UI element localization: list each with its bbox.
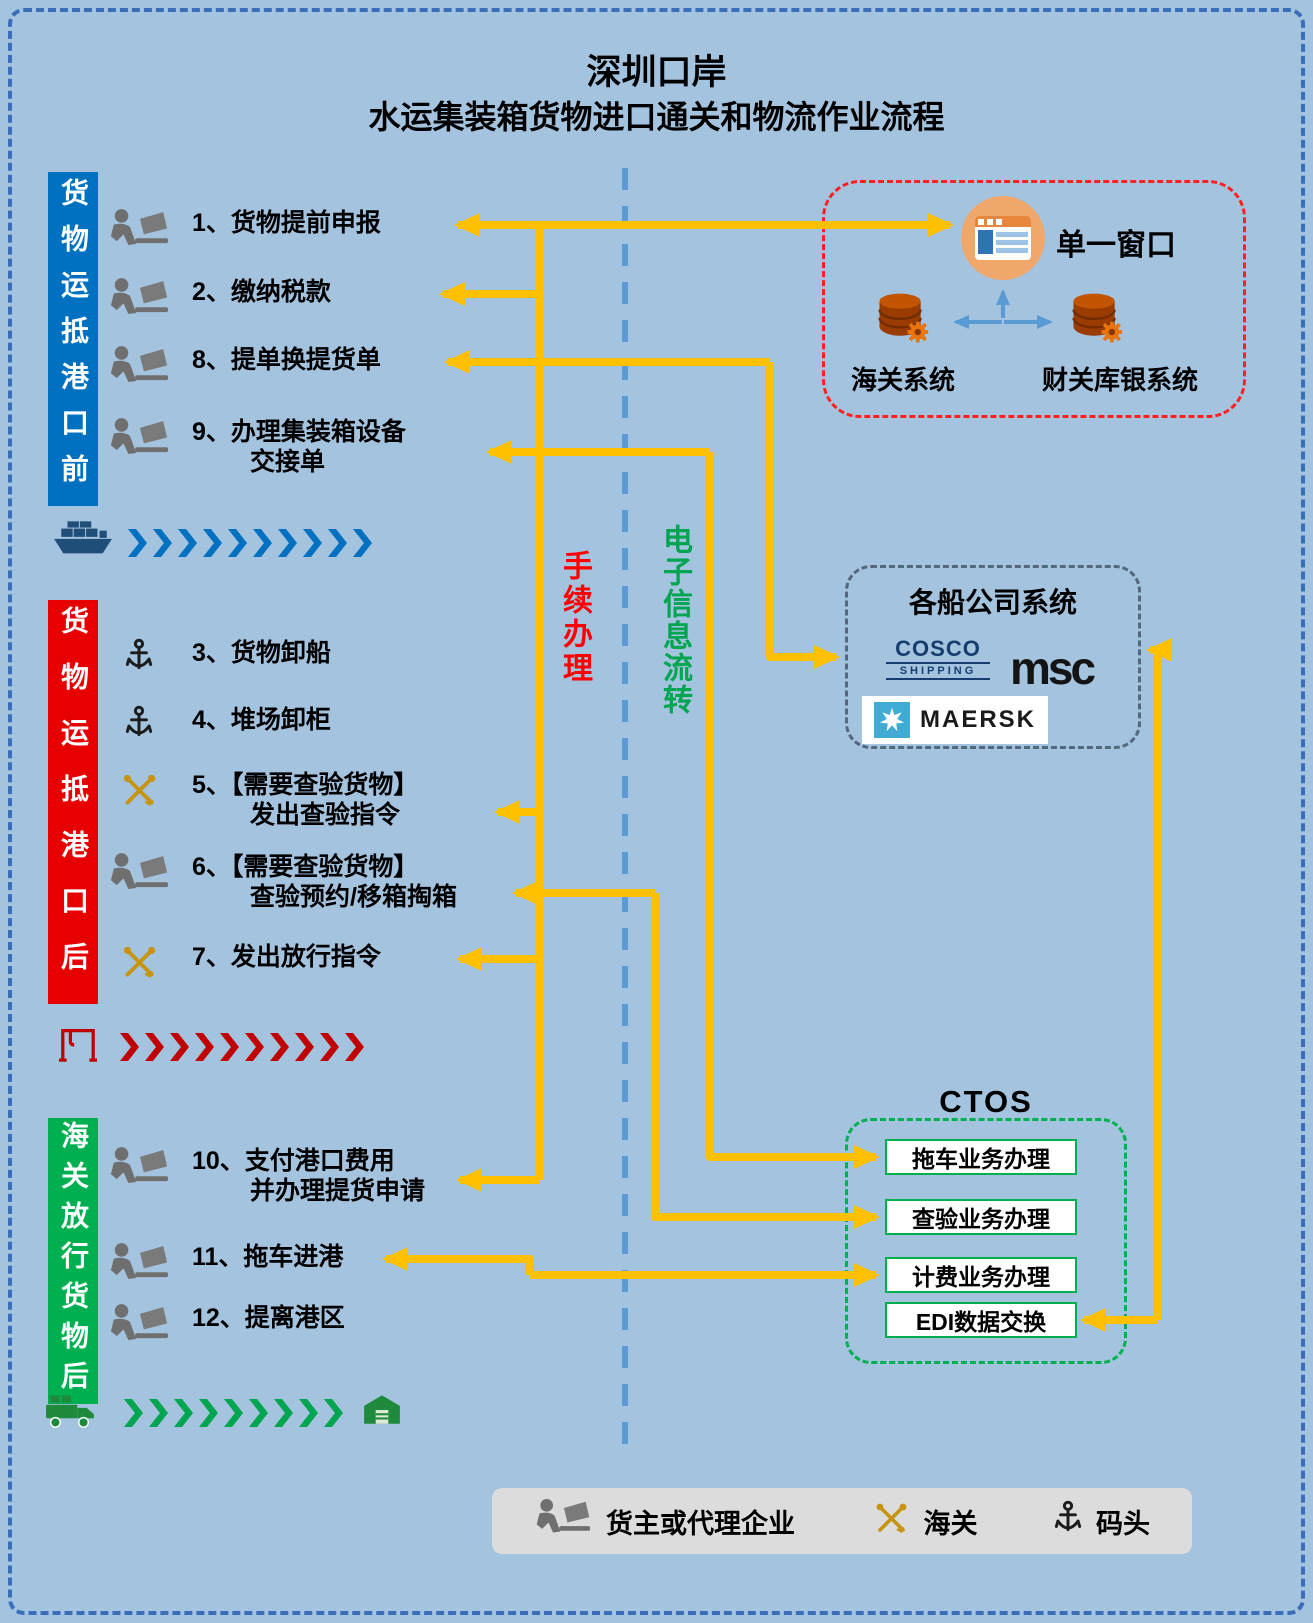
legend-customs-label: 海关 <box>923 1508 978 1539</box>
single-window-box <box>822 180 1246 418</box>
agent-icon <box>100 1146 178 1189</box>
warehouse-icon <box>362 1392 402 1431</box>
step-row-7: 7、发出放行指令 <box>100 942 381 982</box>
step-label-line2: 交接单 <box>250 448 326 476</box>
agent-icon <box>100 852 178 895</box>
browser-window-icon <box>961 196 1045 280</box>
msc-logo: msc <box>1010 642 1096 694</box>
ctos-item-inspection: 查验业务办理 <box>885 1199 1077 1235</box>
red-chevrons <box>120 1032 370 1067</box>
step-row-2: 2、缴纳税款 <box>100 277 331 320</box>
maersk-star-icon <box>874 702 910 738</box>
agent-icon <box>100 1303 178 1346</box>
legend-customs: 海关 <box>872 1499 978 1544</box>
ctos-item-trailer: 拖车业务办理 <box>885 1139 1077 1175</box>
step-row-3: 3、货物卸船 <box>100 638 331 674</box>
legend-bar: 货主或代理企业 海关 码头 <box>492 1488 1192 1554</box>
agent-icon <box>100 277 178 320</box>
page-title-line2: 水运集装箱货物进口通关和物流作业流程 <box>368 99 945 135</box>
step-row-1: 1、货物提前申报 <box>100 208 381 251</box>
step-row-12: 12、提离港区 <box>100 1303 345 1346</box>
channel-procedure-label: 手续办理 <box>558 550 591 686</box>
step-label: 7、发出放行指令 <box>192 943 381 971</box>
legend-dock-label: 码头 <box>1096 1508 1150 1539</box>
step-label: 12、提离港区 <box>192 1304 345 1332</box>
step-label: 3、货物卸船 <box>192 639 331 667</box>
step-label: 11、拖车进港 <box>192 1243 344 1271</box>
single-window-title: 单一窗口 <box>1056 229 1176 262</box>
stage-after-release: 海关放行货物后 <box>48 1118 98 1404</box>
step-label: 10、支付港口费用 <box>192 1147 395 1175</box>
anchor-icon <box>1054 1500 1082 1543</box>
green-chevrons <box>124 1398 349 1433</box>
legend-agent-label: 货主或代理企业 <box>606 1508 795 1539</box>
anchor-icon <box>100 705 178 741</box>
stage-before-arrival: 货物运抵港口前 <box>48 172 98 506</box>
step-label: 1、货物提前申报 <box>192 209 381 237</box>
treasury-system-database-icon <box>1066 290 1124 351</box>
customs-system-database-icon <box>872 290 930 351</box>
step-row-8: 8、提单换提货单 <box>100 345 381 388</box>
step-label: 2、缴纳税款 <box>192 278 331 306</box>
maersk-logo: MAERSK <box>862 696 1049 744</box>
ctos-item-edi: EDI数据交换 <box>885 1302 1077 1338</box>
step-label: 4、堆场卸柜 <box>192 706 331 734</box>
crane-icon <box>58 1024 98 1067</box>
customs-badge-icon <box>100 942 178 982</box>
stage-after-arrival: 货物运抵港口后 <box>48 600 98 1004</box>
step-label-line2: 查验预约/移箱掏箱 <box>250 883 457 911</box>
step-label: 9、办理集装箱设备 <box>192 418 406 446</box>
ctos-title: CTOS <box>939 1084 1033 1119</box>
agent-icon <box>100 417 178 460</box>
treasury-system-label: 财关库银系统 <box>1041 365 1198 395</box>
ctos-item-billing: 计费业务办理 <box>885 1257 1077 1293</box>
cosco-logo: COSCO SHIPPING <box>886 636 990 680</box>
customs-badge-icon <box>100 770 178 810</box>
customs-badge-icon <box>872 1499 910 1544</box>
step-row-11: 11、拖车进港 <box>100 1242 343 1285</box>
step-label-line2: 并办理提货申请 <box>250 1177 426 1205</box>
legend-dock: 码头 <box>1054 1500 1150 1543</box>
customs-system-label: 海关系统 <box>850 365 955 395</box>
step-label: 6、【需要查验货物】 <box>192 853 419 881</box>
channel-einfo-label: 电子信息流转 <box>658 524 691 716</box>
agent-icon <box>100 1242 178 1285</box>
shipping-companies-title: 各船公司系统 <box>908 587 1077 618</box>
truck-icon <box>44 1394 96 1435</box>
ship-icon <box>52 520 114 567</box>
blue-chevrons <box>128 528 378 563</box>
agent-icon <box>534 1498 592 1545</box>
step-row-5: 5、【需要查验货物】 发出查验指令 <box>100 770 418 830</box>
legend-agent: 货主或代理企业 <box>534 1498 795 1545</box>
step-label: 5、【需要查验货物】 <box>192 771 419 799</box>
step-label-line2: 发出查验指令 <box>250 801 401 829</box>
step-row-9: 9、办理集装箱设备 交接单 <box>100 417 406 477</box>
agent-icon <box>100 345 178 388</box>
step-row-6: 6、【需要查验货物】 查验预约/移箱掏箱 <box>100 852 457 912</box>
step-row-4: 4、堆场卸柜 <box>100 705 331 741</box>
step-row-10: 10、支付港口费用 并办理提货申请 <box>100 1146 425 1206</box>
ctos-box <box>845 1118 1127 1364</box>
agent-icon <box>100 208 178 251</box>
anchor-icon <box>100 638 178 674</box>
page-title-line1: 深圳口岸 <box>586 53 727 92</box>
step-label: 8、提单换提货单 <box>192 346 381 374</box>
